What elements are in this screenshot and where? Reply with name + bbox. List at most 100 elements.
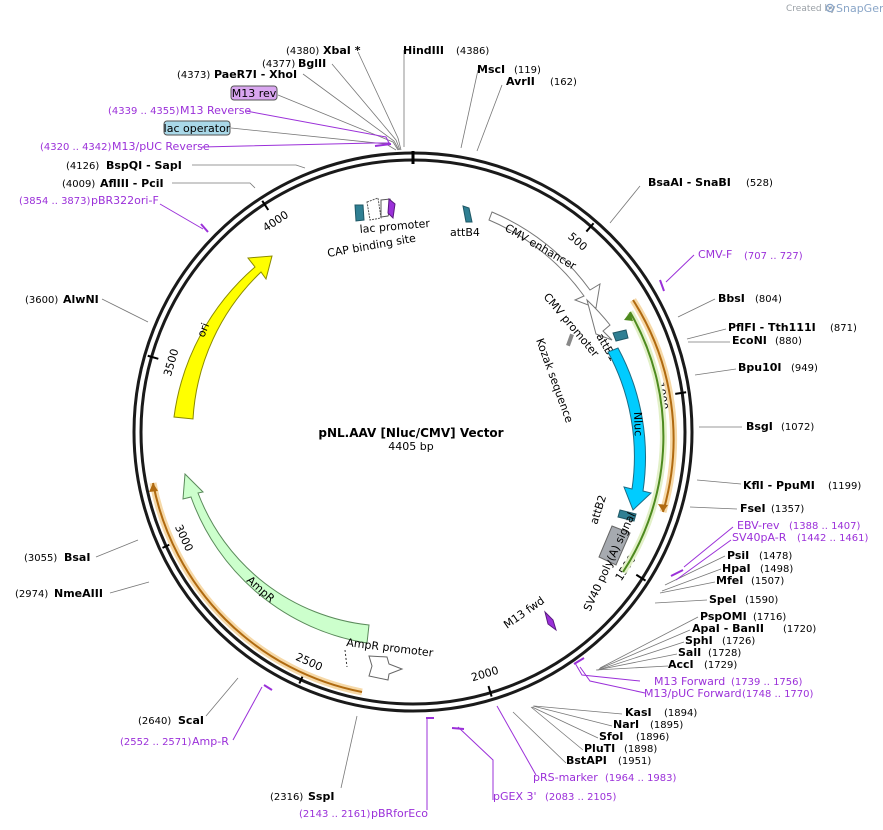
enzyme-scai[interactable]: (2640)ScaI xyxy=(138,714,204,727)
svg-text:SV40pA-R: SV40pA-R xyxy=(732,531,787,544)
leader-lines xyxy=(95,50,742,789)
enzyme-pflfi[interactable]: PflFI - Tth111I(871) xyxy=(728,321,857,334)
primer-amp-r[interactable]: (2552 .. 2571)Amp-R xyxy=(120,735,229,748)
enzyme-kfli[interactable]: KflI - PpuMI(1199) xyxy=(743,479,861,492)
svg-text:Bpu10I: Bpu10I xyxy=(738,361,782,374)
enzyme-bspqi[interactable]: (4126)BspQI - SapI xyxy=(66,159,182,172)
svg-text:PaeR7I - XhoI: PaeR7I - XhoI xyxy=(214,68,297,81)
svg-text:(1716): (1716) xyxy=(753,612,786,623)
feature-m13-fwd[interactable]: M13 fwd xyxy=(501,594,557,631)
primer-m13-puc-reverse[interactable]: (4320 .. 4342)M13/pUC Reverse xyxy=(40,140,210,153)
svg-text:pGEX 3': pGEX 3' xyxy=(493,790,537,803)
svg-text:NmeAIII: NmeAIII xyxy=(54,587,103,600)
enzyme-spei[interactable]: SpeI(1590) xyxy=(709,593,778,606)
enzyme-alwni[interactable]: (3600) AlwNI xyxy=(25,293,99,306)
enzyme-sspi[interactable]: (2316)SspI xyxy=(270,790,334,803)
tick-label: 500 xyxy=(565,230,589,254)
enzyme-bpu10i[interactable]: Bpu10I(949) xyxy=(738,361,818,374)
enzyme-sphi[interactable]: SphI(1726) xyxy=(685,634,755,647)
enzyme-apai[interactable]: ApaI - BanII (1720) xyxy=(692,622,816,635)
enzyme-econi[interactable]: EcoNI(880) xyxy=(732,334,802,347)
enzyme-mfei[interactable]: MfeI (1507) xyxy=(716,574,784,587)
ampr-promoter-label: AmpR promoter xyxy=(346,636,435,660)
svg-text:XbaI *: XbaI * xyxy=(323,44,361,57)
enzyme-nari[interactable]: NarI(1895) xyxy=(613,718,683,731)
enzyme-avrii[interactable]: AvrII(162) xyxy=(506,75,577,88)
primer-pbrforeco[interactable]: (2143 .. 2161)pBRforEco xyxy=(299,807,428,820)
svg-text:(3600): (3600) xyxy=(25,295,58,306)
svg-text:(1964 .. 1983): (1964 .. 1983) xyxy=(605,773,677,784)
svg-text:(2083 .. 2105): (2083 .. 2105) xyxy=(545,792,617,803)
svg-text:M13/pUC Reverse: M13/pUC Reverse xyxy=(112,140,210,153)
primer-m13-forward[interactable]: M13 Forward(1739 .. 1756) xyxy=(654,675,803,688)
enzyme-bsgi[interactable]: BsgI(1072) xyxy=(746,420,814,433)
feature-nluc[interactable]: Nluc xyxy=(607,347,653,511)
svg-text:SalI: SalI xyxy=(678,646,701,659)
svg-text:(1894): (1894) xyxy=(664,708,697,719)
enzyme-kasi[interactable]: KasI (1894) xyxy=(625,706,697,719)
svg-text:ApaI - BanII: ApaI - BanII xyxy=(692,622,764,635)
svg-text:SspI: SspI xyxy=(308,790,334,803)
svg-text:(3854 .. 3873): (3854 .. 3873) xyxy=(19,196,91,207)
svg-text:(1442 .. 1461): (1442 .. 1461) xyxy=(797,533,869,544)
enzyme-pspomi[interactable]: PspOMI (1716) xyxy=(700,610,786,623)
feature-ampr[interactable]: AmpR xyxy=(182,472,370,644)
tick-mark xyxy=(487,685,493,697)
svg-text:(1498): (1498) xyxy=(760,564,793,575)
svg-text:AlwNI: AlwNI xyxy=(63,293,99,306)
enzyme-hpai[interactable]: HpaI(1498) xyxy=(722,562,793,575)
enzyme-fsei[interactable]: FseI(1357) xyxy=(740,502,804,515)
enzyme-bglii[interactable]: (4377)BglII xyxy=(262,57,326,70)
svg-text:(2143 .. 2161): (2143 .. 2161) xyxy=(299,809,371,820)
svg-text:PspOMI: PspOMI xyxy=(700,610,747,623)
svg-text:(1896): (1896) xyxy=(636,732,669,743)
enzyme-msci[interactable]: MscI(119) xyxy=(477,63,541,76)
feature-kozak[interactable]: Kozak sequence xyxy=(533,333,576,425)
svg-text:(1748 .. 1770): (1748 .. 1770) xyxy=(742,689,814,700)
svg-text:(1720): (1720) xyxy=(783,624,816,635)
svg-text:Amp-R: Amp-R xyxy=(192,735,229,748)
enzyme-bsai[interactable]: (3055)BsaI xyxy=(24,551,90,564)
svg-text:AvrII: AvrII xyxy=(506,75,535,88)
enzyme-sali[interactable]: SalI(1728) xyxy=(678,646,741,659)
svg-text:KasI: KasI xyxy=(625,706,652,719)
snapgene-logo-icon xyxy=(825,3,835,13)
feature-ampr-promoter[interactable]: AmpR promoter xyxy=(344,636,435,681)
enzyme-paer7i[interactable]: (4373)PaeR7I - XhoI xyxy=(177,68,297,81)
feature-cmv-enhancer[interactable]: CMV enhancer xyxy=(488,211,601,309)
primer-sv40pa-r[interactable]: SV40pA-R (1442 .. 1461) xyxy=(732,531,869,544)
feature-lac-operator-mark[interactable] xyxy=(387,197,396,220)
feature-lac-promoter[interactable]: lac promoter xyxy=(359,197,431,236)
svg-text:BsgI: BsgI xyxy=(746,420,773,433)
enzyme-afliii[interactable]: (4009)AflIII - PciI xyxy=(62,177,164,190)
svg-text:(4377): (4377) xyxy=(262,59,295,70)
enzyme-labels-left: (4380)XbaI * (4377)BglII (4373)PaeR7I - … xyxy=(15,44,361,803)
m13-rev-box[interactable]: M13 rev xyxy=(230,85,278,101)
primer-pbr322ori-f[interactable]: (3854 .. 3873)pBR322ori-F xyxy=(19,194,159,207)
svg-text:(880): (880) xyxy=(775,336,802,347)
enzyme-hindiii[interactable]: HindIII(4386) xyxy=(403,44,489,57)
svg-text:(1357): (1357) xyxy=(771,504,804,515)
primer-cmv-f[interactable]: CMV-F(707 .. 727) xyxy=(698,248,803,262)
svg-text:MfeI: MfeI xyxy=(716,574,743,587)
enzyme-psii[interactable]: PsiI(1478) xyxy=(727,549,792,562)
primer-ebv-rev[interactable]: EBV-rev(1388 .. 1407) xyxy=(737,519,861,532)
lac-operator-box[interactable]: lac operator xyxy=(163,120,231,136)
enzyme-xbai[interactable]: (4380)XbaI * xyxy=(286,44,361,57)
svg-text:(1507): (1507) xyxy=(751,576,784,587)
enzyme-sfoi[interactable]: SfoI(1896) xyxy=(599,730,669,743)
enzyme-bsaai[interactable]: BsaAI - SnaBI(528) xyxy=(648,176,773,189)
primer-prs-marker[interactable]: pRS-marker(1964 .. 1983) xyxy=(533,771,677,784)
enzyme-nmeaiii[interactable]: (2974)NmeAIII xyxy=(15,587,103,600)
backbone xyxy=(132,151,694,713)
primer-leaders xyxy=(159,110,734,810)
primer-m13-reverse[interactable]: (4339 .. 4355)M13 Reverse xyxy=(108,104,251,117)
primer-pgex-3[interactable]: pGEX 3' (2083 .. 2105) xyxy=(493,790,617,803)
feature-attB4[interactable]: attB4 xyxy=(450,205,480,239)
enzyme-bbsi[interactable]: BbsI(804) xyxy=(718,292,782,305)
enzyme-pluti[interactable]: PluTI(1898) xyxy=(584,742,657,755)
primer-m13-puc-forward[interactable]: M13/pUC Forward(1748 .. 1770) xyxy=(644,687,814,700)
enzyme-bstapi[interactable]: BstAPI(1951) xyxy=(566,754,651,767)
enzyme-acci[interactable]: AccI(1729) xyxy=(668,658,737,671)
feature-ori[interactable]: ori xyxy=(173,255,273,420)
